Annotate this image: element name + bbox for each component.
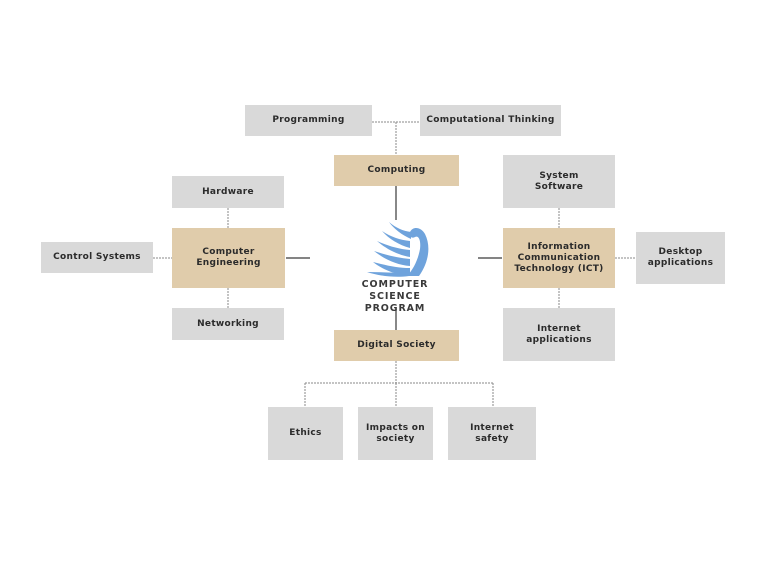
node-internet-applications: Internet applications <box>503 308 615 361</box>
node-ethics: Ethics <box>268 407 343 460</box>
node-ict: Information Communication Technology (IC… <box>503 228 615 288</box>
node-impacts-on-society: Impacts on society <box>358 407 433 460</box>
node-control-systems: Control Systems <box>41 242 153 273</box>
node-hardware: Hardware <box>172 176 284 208</box>
node-system-software: System Software <box>503 155 615 208</box>
node-networking: Networking <box>172 308 284 340</box>
node-desktop-applications: Desktop applications <box>636 232 725 284</box>
node-digital-society: Digital Society <box>334 330 459 361</box>
node-internet-safety: Internet safety <box>448 407 536 460</box>
node-computational-thinking: Computational Thinking <box>420 105 561 136</box>
program-title: COMPUTER SCIENCE PROGRAM <box>361 279 429 314</box>
node-computing: Computing <box>334 155 459 186</box>
node-computer-engineering: Computer Engineering <box>172 228 285 288</box>
program-logo: COMPUTER SCIENCE PROGRAM <box>335 218 455 314</box>
node-programming: Programming <box>245 105 372 136</box>
swan-icon <box>367 222 429 277</box>
